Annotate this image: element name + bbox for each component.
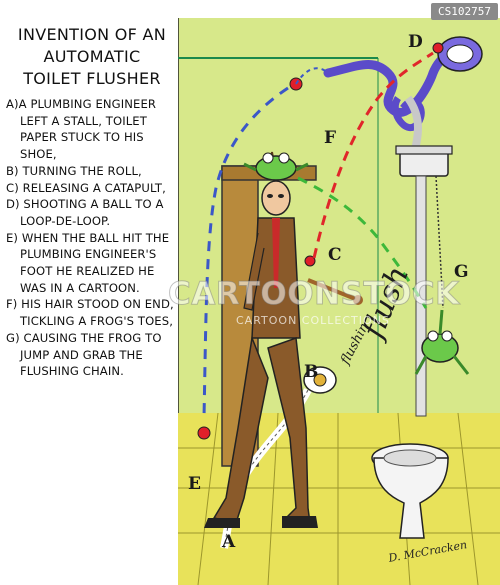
engineer-arm — [243, 232, 265, 311]
label-d: D — [408, 32, 423, 52]
label-g: G — [454, 262, 469, 282]
label-e: E — [188, 474, 201, 494]
toilet-water — [383, 449, 437, 467]
catalog-code-badge: CS102757 — [431, 3, 498, 20]
illustration-svg — [178, 18, 500, 585]
plumbing-engineer — [204, 151, 318, 528]
red-dashed-trajectory — [312, 51, 434, 259]
frog-body-chain — [421, 333, 459, 363]
frog-on-chain — [414, 309, 470, 375]
label-c: C — [328, 245, 342, 265]
frog-chain-eye-right — [441, 330, 453, 342]
engineer-eye-left — [267, 194, 273, 198]
toilet-bowl — [373, 457, 449, 539]
frog-legs-top — [243, 162, 309, 172]
frog-chain-eye-left — [427, 330, 439, 342]
title-line-2: AUTOMATIC — [43, 47, 141, 66]
step-g: G) CAUSING THE FROG TO JUMP AND GRAB THE… — [6, 330, 162, 379]
engineer-eye-right — [278, 194, 284, 198]
cartoon-illustration — [178, 18, 500, 585]
ball-in-funnel — [432, 42, 444, 54]
flush-pipe — [415, 175, 427, 417]
step-c: C) RELEASING A CATAPULT, — [6, 180, 166, 195]
label-a: A — [222, 532, 236, 552]
caption-column: INVENTION OF AN AUTOMATIC TOILET FLUSHER… — [6, 24, 178, 380]
ball-at-foot — [197, 426, 211, 440]
engineer-left-shoe — [204, 518, 240, 528]
cistern-lid — [395, 145, 453, 155]
engineer-tie — [272, 218, 280, 288]
step-e: E) WHEN THE BALL HIT THE PLUMBING ENGINE… — [6, 230, 170, 295]
step-d: D) SHOOTING A BALL TO A LOOP-DE-LOOP. — [6, 197, 164, 228]
cartoonstock-watermark: CARTOONSTOCK — [168, 276, 460, 313]
engineer-right-shoe — [282, 516, 318, 528]
steps-list: A)A PLUMBING ENGINEER LEFT A STALL, TOIL… — [6, 96, 178, 380]
funnel-opening — [446, 44, 474, 64]
cartoon-title: INVENTION OF AN AUTOMATIC TOILET FLUSHER — [6, 24, 178, 90]
frog-on-head — [243, 152, 309, 181]
blue-dashed-trajectory — [202, 86, 289, 419]
step-f: F) HIS HAIR STOOD ON END, TICKLING A FRO… — [6, 297, 174, 329]
catapult-ball — [304, 255, 316, 267]
title-line-1: INVENTION OF AN — [17, 25, 167, 44]
cartoon-collections-watermark: CARTOON COLLECTIONS — [236, 314, 390, 327]
step-b: B) TURNING THE ROLL, — [6, 163, 142, 178]
label-b: B — [304, 362, 319, 382]
frog-eye-right — [278, 152, 290, 164]
frog-eye-left — [262, 152, 274, 164]
catapult-pivot — [353, 295, 363, 305]
roll-core — [313, 373, 327, 387]
catapult-arm — [307, 278, 359, 302]
label-f: F — [324, 128, 337, 148]
step-a: A)A PLUMBING ENGINEER LEFT A STALL, TOIL… — [6, 97, 157, 162]
title-line-3: TOILET FLUSHER — [23, 69, 161, 88]
frog-chain-limbs — [414, 309, 470, 375]
engineer-head — [261, 180, 291, 216]
frog-body-top — [255, 155, 297, 181]
